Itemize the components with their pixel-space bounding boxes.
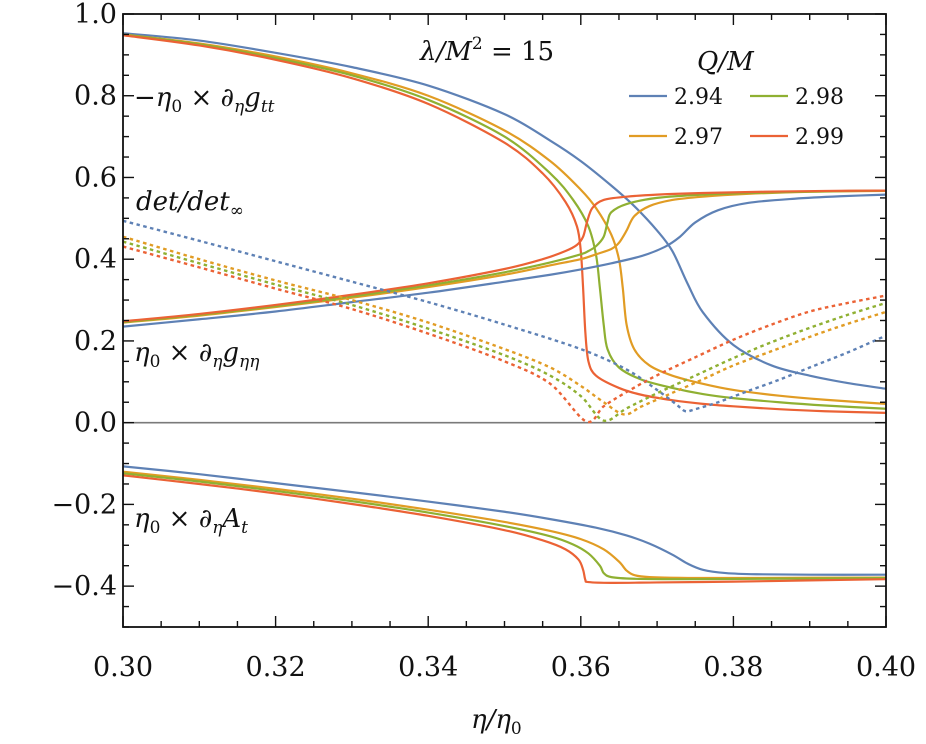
y-tick-label: −0.4 <box>51 571 117 602</box>
series-line <box>122 32 887 390</box>
At-curve-label: η0 × ∂ηAt <box>134 504 248 538</box>
legend-entry: 2.98 <box>750 85 844 110</box>
y-tick-label: 0.4 <box>74 244 117 275</box>
x-tick-label: 0.40 <box>856 652 916 683</box>
x-tick-label: 0.38 <box>703 652 763 683</box>
y-tick-label: 1.0 <box>74 0 117 30</box>
series-line <box>122 240 887 423</box>
y-tick-label: −0.2 <box>51 489 117 520</box>
y-axis-tick-labels: 1.0 0.8 0.6 0.4 0.2 0.0 −0.2 −0.4 <box>51 0 117 602</box>
series-line <box>122 465 887 576</box>
series-line <box>122 33 887 405</box>
series-line <box>122 33 887 410</box>
legend-entry: 2.99 <box>750 125 844 150</box>
x-tick-label: 0.36 <box>551 652 611 683</box>
legend-entry: 2.94 <box>629 85 723 110</box>
x-tick-label: 0.30 <box>93 652 153 683</box>
legend-label: 2.97 <box>674 125 723 150</box>
series-line <box>122 193 887 328</box>
series-line <box>122 189 887 323</box>
x-tick-label: 0.32 <box>246 652 306 683</box>
legend-title: Q/M <box>697 47 755 77</box>
legend-label: 2.98 <box>795 85 844 110</box>
x-axis-label: η/η0 <box>471 705 522 739</box>
gtt-curve-label: −η0 × ∂ηgtt <box>134 83 275 117</box>
plot-frame <box>122 13 887 628</box>
legend-entry: 2.97 <box>629 125 723 150</box>
series-line <box>122 474 887 584</box>
legend-label: 2.99 <box>795 125 844 150</box>
y-tick-label: 0.6 <box>74 162 117 193</box>
plot-curves <box>122 32 887 584</box>
x-axis-tick-labels: 0.30 0.32 0.34 0.36 0.38 0.40 <box>93 652 916 683</box>
y-tick-label: 0.8 <box>74 81 117 112</box>
y-tick-label: 0.2 <box>74 326 117 357</box>
legend: Q/M 2.94 2.98 2.97 2.99 <box>629 47 844 150</box>
legend-label: 2.94 <box>674 85 723 110</box>
series-line <box>122 470 887 580</box>
det-curve-label: det/det∞ <box>136 187 244 221</box>
series-line <box>122 235 887 416</box>
series-line <box>122 245 887 424</box>
series-line <box>122 34 887 414</box>
parameter-annotation: λ/M2 = 15 <box>419 34 554 67</box>
gee-curve-label: η0 × ∂ηgηη <box>134 338 260 372</box>
x-tick-label: 0.34 <box>398 652 458 683</box>
y-tick-label: 0.0 <box>74 408 117 439</box>
series-line <box>122 472 887 581</box>
series-line <box>122 189 887 324</box>
